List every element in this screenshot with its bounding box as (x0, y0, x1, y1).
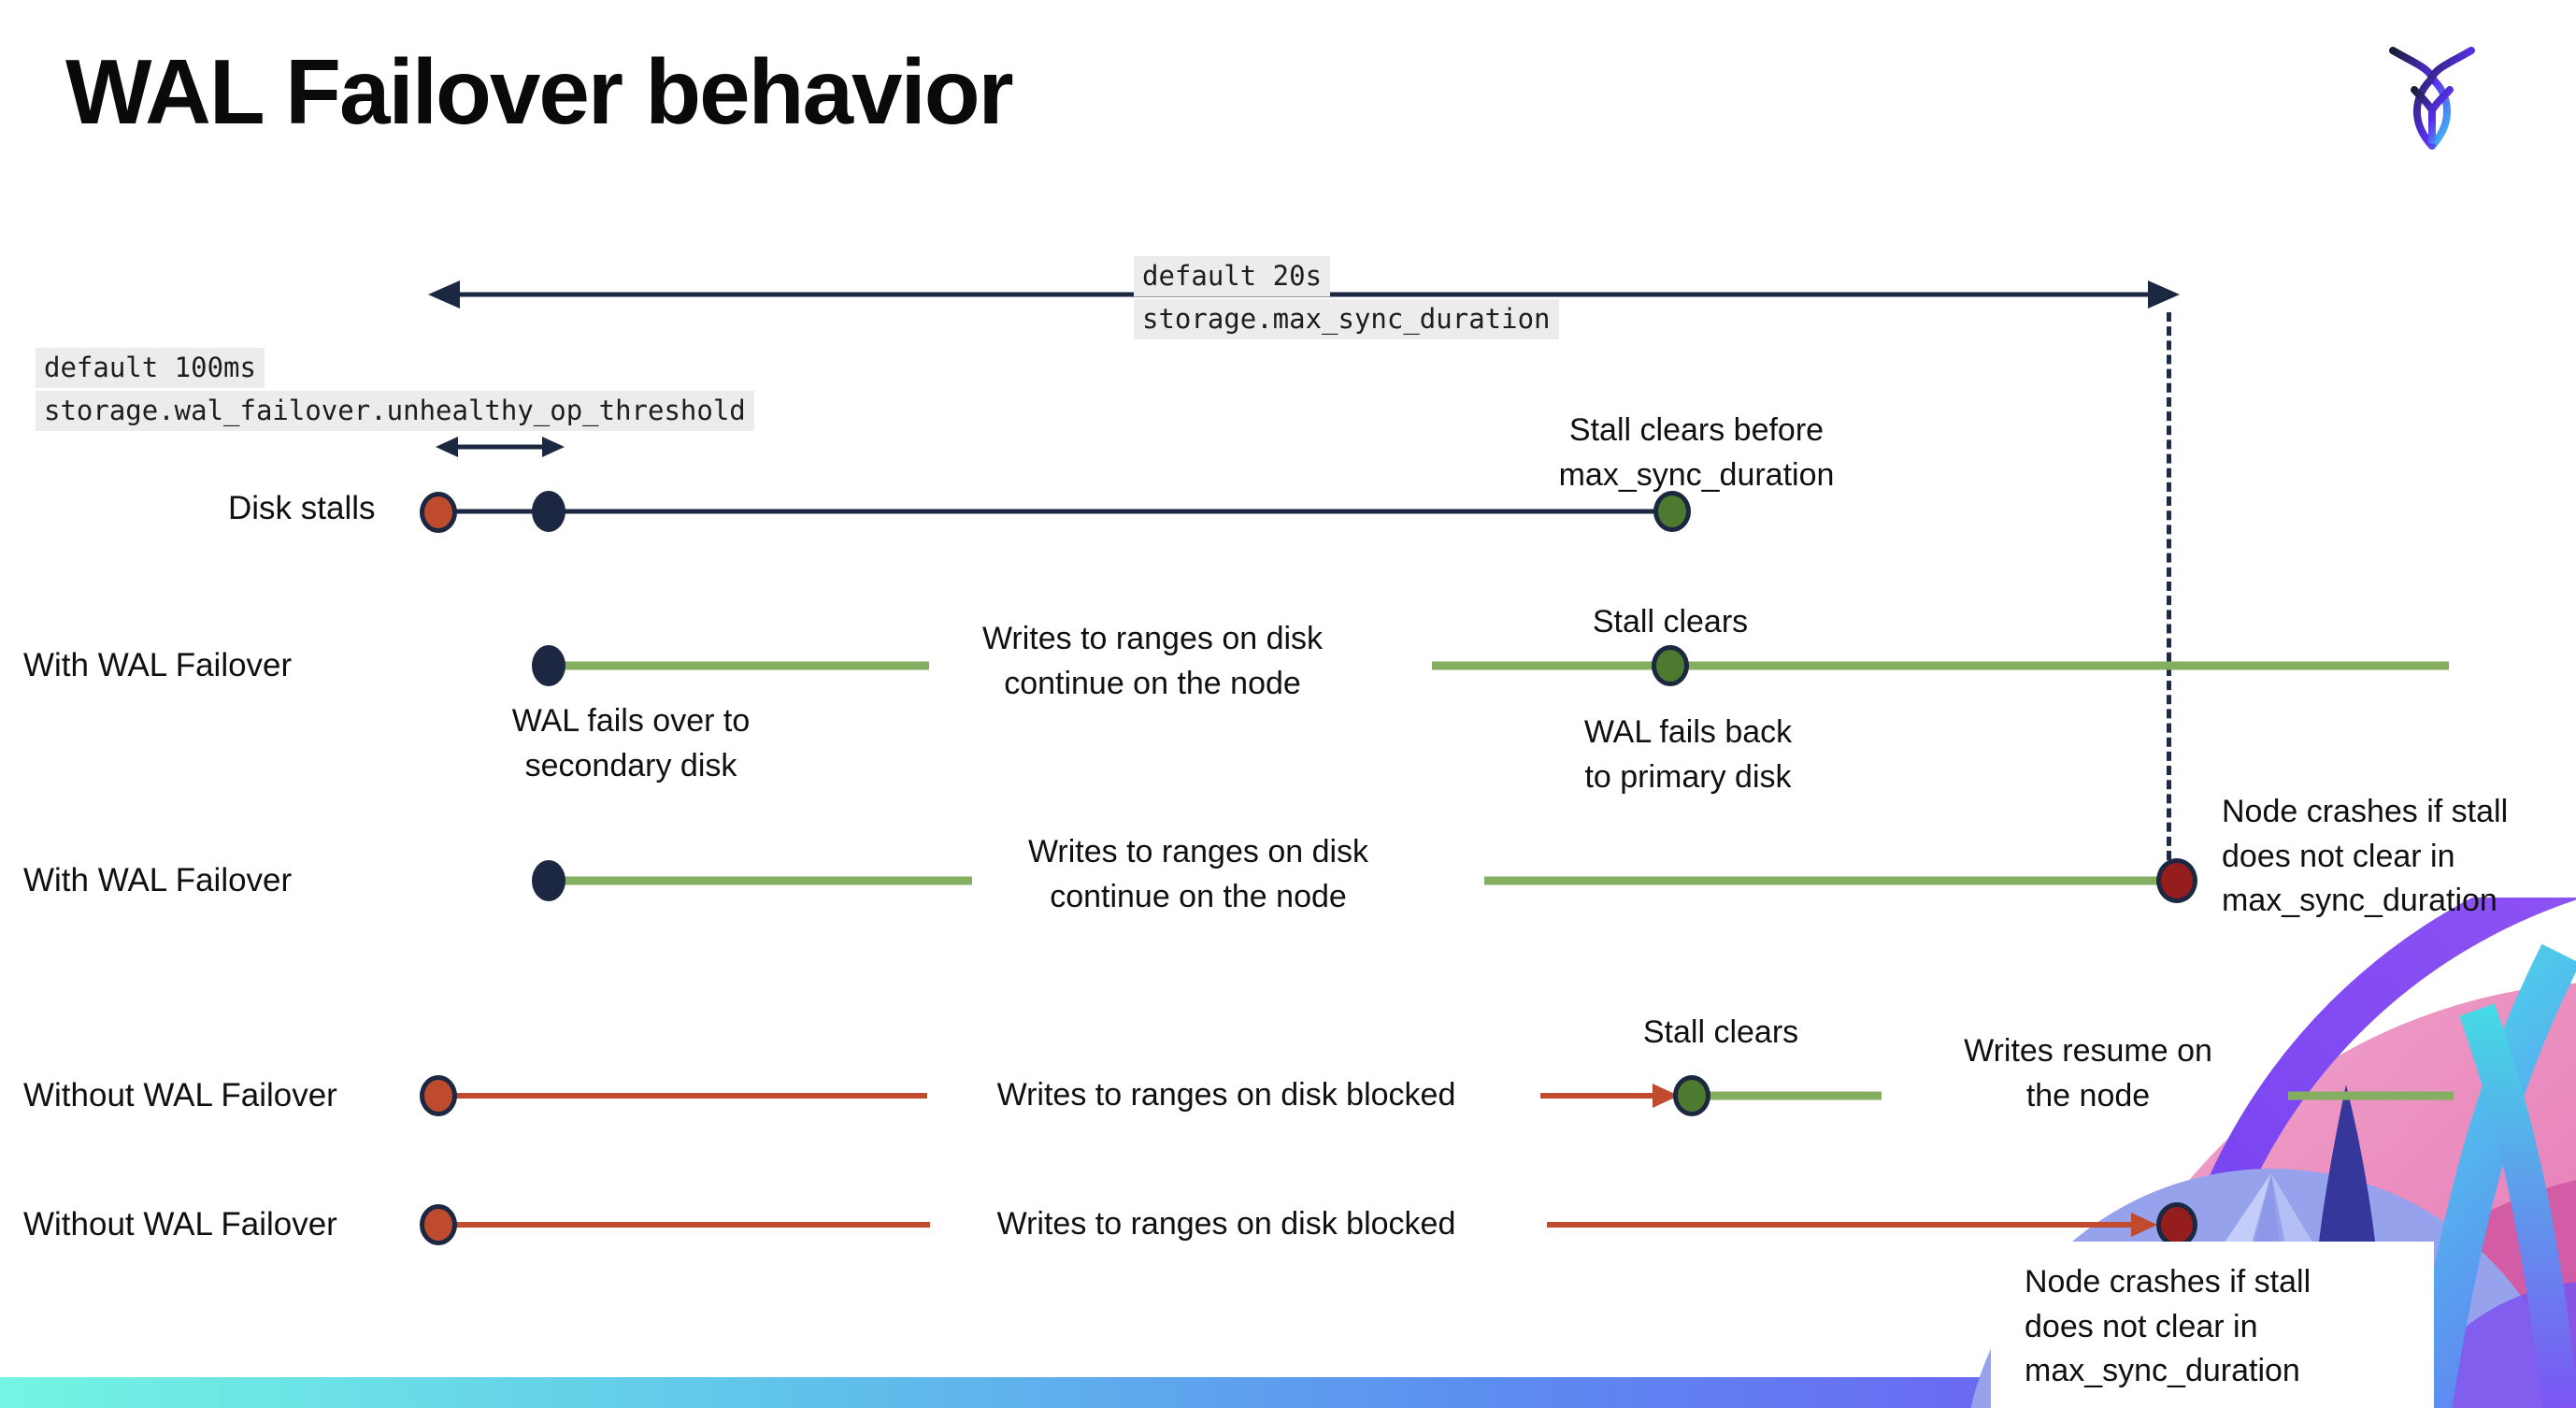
row1-timeline (438, 509, 1672, 514)
row4-red-line-a (449, 1093, 927, 1099)
page-title: WAL Failover behavior (65, 40, 1014, 143)
max-sync-default-label: default 20s (1134, 256, 1331, 296)
row4-green-line-a (1703, 1091, 1882, 1100)
threshold-dot (532, 491, 565, 532)
small-arrow-right-head-icon (542, 437, 565, 457)
row-label-with-wal-failover-2: With WAL Failover (23, 862, 293, 898)
row-label-without-wal-failover-1: Without WAL Failover (23, 1077, 337, 1113)
annotation-writes-blocked: Writes to ranges on disk blocked (996, 1206, 1456, 1242)
annotation-stall-clears: Stall clears (1642, 1014, 1799, 1050)
stall-start-dot (420, 1075, 457, 1116)
annotation-writes-resume: Writes resume on the node (1964, 1033, 2212, 1113)
red-arrow-head-icon (2131, 1213, 2157, 1237)
row-label-without-wal-failover-2: Without WAL Failover (23, 1206, 337, 1243)
row4-red-line-b (1540, 1093, 1654, 1099)
row2-green-line-a (561, 661, 929, 670)
arrow-right-head-icon (2148, 280, 2180, 309)
threshold-default-label: default 100ms (36, 348, 265, 388)
stall-start-dot (420, 492, 457, 533)
annotation-stall-clears-before: Stall clears before max_sync_duration (1558, 412, 1835, 493)
small-arrow-left-head-icon (436, 437, 458, 457)
max-sync-deadline-dashed-line (2167, 312, 2171, 860)
annotation-fails-over: WAL fails over to secondary disk (511, 703, 751, 783)
failover-dot (532, 645, 565, 686)
row5-red-line-a (449, 1222, 930, 1228)
node-crash-dot (2156, 858, 2197, 903)
annotation-writes-continue: Writes to ranges on disk continue on the… (1027, 834, 1369, 914)
annotation-stall-clears: Stall clears (1592, 604, 1749, 639)
annotation-writes-blocked: Writes to ranges on disk blocked (996, 1077, 1456, 1113)
unhealthy-op-threshold-arrow-line (454, 444, 546, 450)
annotation-node-crashes: Node crashes if stall does not clear in … (2025, 1264, 2311, 1389)
row-label-with-wal-failover-1: With WAL Failover (23, 647, 293, 683)
arrow-left-head-icon (428, 280, 460, 309)
row3-green-line-b (1484, 876, 2170, 885)
threshold-setting-label: storage.wal_failover.unhealthy_op_thresh… (36, 391, 754, 431)
row2-green-line-b (1432, 661, 2449, 670)
max-sync-setting-label: storage.max_sync_duration (1134, 299, 1559, 339)
stall-clears-dot (1673, 1075, 1710, 1116)
stall-clears-dot (1653, 491, 1691, 532)
stall-start-dot (420, 1204, 457, 1245)
node-crash-dot (2156, 1202, 2197, 1247)
annotation-fails-back: WAL fails back to primary disk (1583, 714, 1793, 795)
row4-green-line-b (2288, 1091, 2454, 1100)
row3-green-line-a (561, 876, 972, 885)
annotation-writes-continue: Writes to ranges on disk continue on the… (981, 621, 1324, 701)
row-label-disk-stalls: Disk stalls (228, 490, 376, 526)
failover-dot (532, 860, 565, 901)
stall-clears-dot (1652, 645, 1689, 686)
cockroachdb-logo-icon (2389, 47, 2475, 150)
node-crashes-callout: Node crashes if stall does not clear in … (1991, 1242, 2434, 1408)
annotation-node-crashes: Node crashes if stall does not clear in … (2222, 794, 2509, 919)
row5-red-line-b (1547, 1222, 2133, 1228)
